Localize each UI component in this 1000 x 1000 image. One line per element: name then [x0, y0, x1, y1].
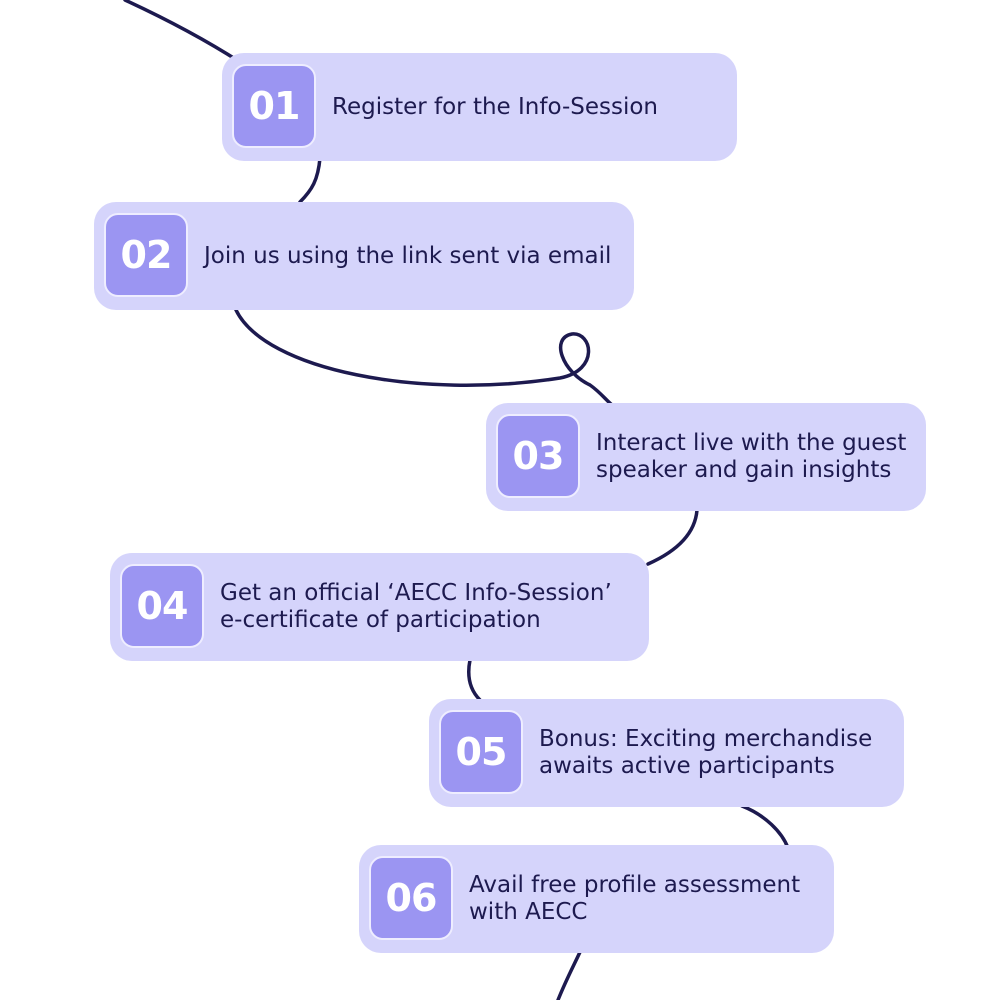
step-card-1: 01 Register for the Info-Session — [222, 53, 737, 161]
step-number-badge: 05 — [439, 710, 523, 794]
step-number-badge: 02 — [104, 213, 188, 297]
step-number-badge: 04 — [120, 564, 204, 648]
step-description: Register for the Info-Session — [332, 93, 659, 120]
step-description: Join us using the link sent via email — [204, 242, 612, 269]
step-description: Get an official ‘AECC Info-Session’ e-ce… — [220, 580, 612, 633]
step-card-6: 06 Avail free profile assessment with AE… — [359, 845, 834, 953]
step-description: Interact live with the guest speaker and… — [596, 430, 907, 483]
step-description: Avail free profile assessment with AECC — [469, 872, 801, 925]
step-card-3: 03 Interact live with the guest speaker … — [486, 403, 926, 511]
step-description: Bonus: Exciting merchandise awaits activ… — [539, 726, 873, 779]
step-card-2: 02 Join us using the link sent via email — [94, 202, 634, 310]
step-card-5: 05 Bonus: Exciting merchandise awaits ac… — [429, 699, 904, 807]
step-number-badge: 03 — [496, 414, 580, 498]
step-number-badge: 06 — [369, 856, 453, 940]
step-card-4: 04 Get an official ‘AECC Info-Session’ e… — [110, 553, 649, 661]
step-number-badge: 01 — [232, 64, 316, 148]
